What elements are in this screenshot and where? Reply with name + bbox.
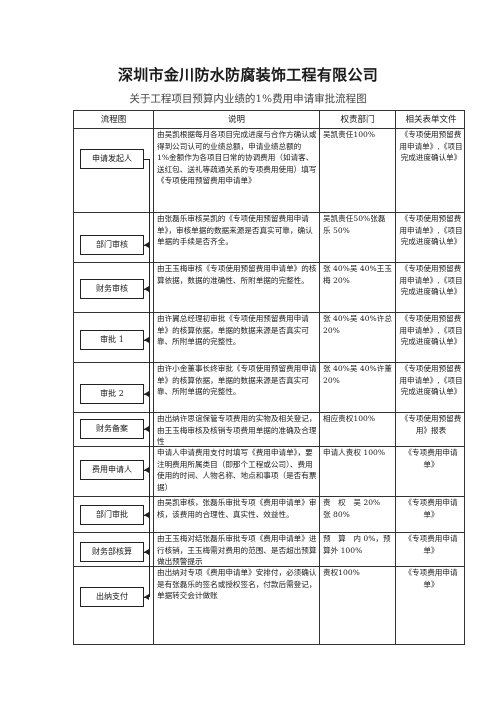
flow-step-box: 财务审核 [80, 279, 144, 299]
responsible-department: 预 算 内 0%，预算外 100% [323, 534, 391, 555]
arrowhead-icon [144, 512, 149, 518]
flow-connector [149, 289, 150, 340]
arrowhead-icon [144, 391, 149, 397]
related-forms: 《专项使用预留费用申请单》,《项目完成进度确认单》 [399, 364, 463, 397]
column-divider [319, 111, 320, 644]
row-divider [74, 262, 464, 263]
flow-step-box: 费用申请人 [80, 460, 144, 480]
flow-step-box: 出纳支付 [80, 587, 144, 607]
responsible-department: 吴凯责任50%张磊乐 50% [323, 214, 386, 235]
responsible-department: 责 权 吴 20% 张 80% [323, 498, 381, 519]
column-divider [395, 111, 396, 644]
flow-step-box: 审批 1 [80, 330, 144, 350]
flow-connector [149, 429, 150, 470]
flow-step-box: 申请发起人 [80, 149, 144, 169]
responsible-department: 张 40%吴 40%许董 20% [323, 364, 392, 385]
related-forms: 《专项使用预留费用申请单》,《项目完成进度确认单》 [399, 130, 463, 163]
arrowhead-icon [144, 337, 149, 343]
flow-step-box: 财务部核算 [80, 542, 144, 562]
arrowhead-icon [144, 426, 149, 432]
responsible-department: 相应责权100% [323, 414, 376, 423]
responsible-department: 张 40%吴 40%王玉梅 20% [323, 264, 392, 285]
row-divider [74, 566, 464, 567]
step-description: 由王玉梅审核《专项使用预留费用申请单》的核算依据，数据的准确性、所附单据的完整性… [157, 264, 317, 285]
flow-connector-stub [144, 159, 149, 160]
flow-step-box: 审批 2 [80, 384, 144, 404]
header-flowchart: 流程图 [100, 115, 127, 125]
step-description: 由出纳对专项《费用申请单》安排付，必须确认是有张磊乐的签名或授权签名，付款后需登… [157, 568, 317, 601]
row-divider [74, 312, 464, 313]
flow-step-box: 部门审核 [80, 235, 144, 255]
arrowhead-icon [144, 549, 149, 555]
row-divider [74, 362, 464, 363]
related-forms: 《专项使用预留费用申请单》,《项目完成进度确认单》 [399, 214, 463, 247]
row-divider [74, 412, 464, 413]
flow-connector [149, 245, 150, 289]
row-divider [74, 128, 464, 129]
responsible-department: 吴凯责任100% [323, 130, 376, 139]
related-forms: 《专项使用预留费用申请单》,《项目完成进度确认单》 [399, 264, 463, 297]
flow-connector [149, 340, 150, 394]
related-forms: 《专项费用申请单》 [404, 498, 458, 519]
step-description: 由吴凯根据每月各项目完成进度与合作方确认或得到公司认可的业绩总额，申请业绩总额的… [157, 130, 317, 186]
page-title: 深圳市金川防水防腐装饰工程有限公司 [117, 66, 379, 84]
related-forms: 《专项费用申请单》 [404, 534, 458, 555]
approval-flow-table: 流程图 说明 权责部门 相关表单文件 由吴凯根据每月各项目完成进度与合作方确认或… [73, 110, 465, 645]
arrowhead-icon [144, 286, 149, 292]
step-description: 由吴凯审核，张磊乐审批专项《费用申请单》审核，该费用的合理性、真实性、效益性。 [157, 498, 317, 519]
responsible-department: 张 40%吴 40%许总 20% [323, 314, 392, 335]
step-description: 由出纳许思谊保管专项费用的实物及相关登记，由王玉梅审核及核销专项费用单据的准确及… [157, 414, 317, 445]
row-divider [74, 532, 464, 533]
related-forms: 《专项使用预留费用》报表 [400, 414, 462, 435]
row-divider [74, 496, 464, 497]
step-description: 由王玉梅对结张磊乐审批专项《费用申请单》进行核销，王玉梅需对费用的范围、是否超出… [157, 534, 317, 565]
flow-step-box: 财务备案 [80, 419, 144, 439]
row-divider [74, 212, 464, 213]
step-description: 由张磊乐审核吴凯的《专项使用预留费用申请单》，审核单据的数据来源是否真实可靠，确… [157, 214, 313, 247]
flow-connector [149, 159, 150, 245]
column-divider [153, 111, 154, 644]
flow-connector [149, 470, 150, 515]
step-description: 申请人申请费用支付时填写《费用申请单》，要注明费用所属类目（即那个工程或公司）、… [157, 448, 317, 492]
flow-connector [149, 394, 150, 429]
arrowhead-icon [144, 594, 149, 600]
flow-connector [149, 515, 150, 552]
related-forms: 《专项费用申请单》 [404, 448, 458, 469]
arrowhead-icon [144, 242, 149, 248]
flow-step-box: 部门审批 [80, 505, 144, 525]
header-department: 权责部门 [340, 115, 375, 125]
row-divider [74, 446, 464, 447]
arrowhead-icon [144, 467, 149, 473]
related-forms: 《专项费用申请单》 [404, 568, 458, 589]
step-description: 由许翼总经理初审批《专项使用预留费用申请单》的核算依据，单据的数据来源是否真实可… [157, 314, 309, 347]
related-forms: 《专项使用预留费用申请单》,《项目完成进度确认单》 [399, 314, 463, 347]
header-forms: 相关表单文件 [405, 115, 457, 125]
flow-connector [149, 552, 150, 597]
step-description: 由许小金董事长终审批《专项使用预留费用申请单》的核算依据，单据的数据来源是否真实… [157, 364, 317, 397]
header-description: 说明 [227, 115, 245, 125]
responsible-department: 申请人责权 100% [323, 448, 386, 457]
page-subtitle: 关于工程项目预算内业绩的1%费用申请审批流程图 [129, 93, 367, 105]
responsible-department: 责权100% [323, 568, 360, 577]
